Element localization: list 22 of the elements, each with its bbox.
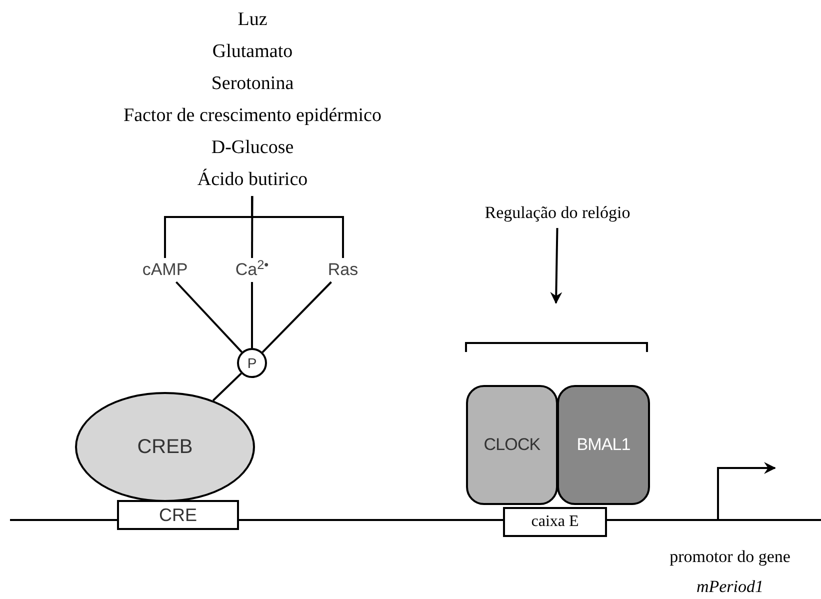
- regulation-label: Regulação do relógio: [440, 198, 675, 228]
- connector-line: [262, 281, 332, 353]
- protein-block: BMAL1: [557, 385, 650, 505]
- dna-element-box: CRE: [117, 500, 239, 530]
- stimulus-text: Serotonina: [211, 72, 294, 96]
- signal-label: Ca$^{2•}$: [228, 258, 276, 282]
- protein-block: CLOCK: [466, 385, 558, 505]
- stimulus-text: Ácido butirico: [197, 168, 308, 192]
- gene-promoter-label: promotor do gene mPeriod1: [668, 546, 792, 598]
- arrow: [550, 228, 562, 304]
- stimulus-text: Factor de crescimento epidérmico: [124, 104, 382, 128]
- dna-element-box: caixa E: [503, 507, 607, 537]
- stimulus-text: Luz: [238, 8, 268, 32]
- connector-line: [176, 281, 242, 353]
- stimulus-text: D-Glucose: [211, 136, 294, 160]
- connector-line: [251, 196, 344, 258]
- connector-line: [251, 282, 253, 348]
- signal-label: Ras: [318, 258, 368, 282]
- protein-ellipse: CREB: [75, 392, 255, 502]
- stimulus-text: Glutamato: [212, 40, 293, 64]
- signal-label: cAMP: [135, 258, 195, 282]
- connector-line: [212, 372, 242, 402]
